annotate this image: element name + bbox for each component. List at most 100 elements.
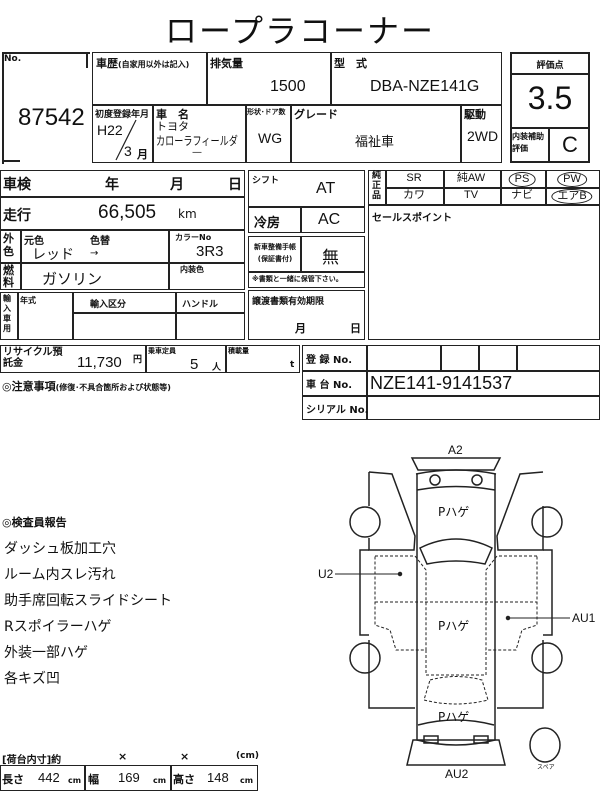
color-value: レッド [32,247,74,263]
drive-value: 2WD [467,128,499,144]
recycle-row [0,345,300,373]
cargo-x-1: × [118,750,128,763]
damage-roof: Pハゲ [438,619,470,633]
first-reg-month-unit: 月 [137,148,148,161]
fuel-label: 燃料 [3,264,14,289]
lot-number-label: No. [4,54,22,64]
length-value: 442 [38,770,60,785]
transfer-month: 月 [295,322,306,335]
recycle-label: リサイクル預託金 [3,347,63,369]
lot-number: 87542 [18,104,85,131]
option-6: ナビ [511,189,533,201]
width-unit: cm [153,776,167,785]
vehicle-info-box [92,52,502,163]
transfer-label: 譲渡書類有効期限 [252,297,325,307]
damage-code-top: A2 [448,443,463,457]
shift-value: AT [316,180,336,197]
lot-number-box [2,52,90,164]
length-unit: cm [68,776,82,785]
ac-label: 冷房 [254,216,281,231]
inspection-day-unit: 日 [228,177,242,193]
ac-value: AC [318,211,341,228]
inspection-month-unit: 月 [170,177,184,193]
chassis-no-value: NZE141-9141537 [370,373,513,393]
sales-point-box [368,205,600,340]
first-reg-month: 3 [124,143,132,159]
reg-no-label: 登 録 No. [306,355,353,366]
score-box [510,52,590,163]
interior-score-value: C [562,132,578,157]
interior-color-label: 内装色 [180,265,204,274]
import-block [0,292,245,340]
height-label: 高さ [173,773,195,786]
option-5: TV [463,189,479,201]
length-label: 長さ [2,773,24,786]
inspector-note: Rスポイラーハゲ [4,619,112,635]
cargo-unit-label: (cm) [236,751,259,761]
inspector-note: ダッシュ板加工穴 [4,541,116,557]
import-label: 輸入車用 [3,294,11,333]
history-label: 車歴 [96,57,118,70]
cargo-x-2: × [180,750,190,763]
color-arrow: → [90,248,99,259]
option-7: エアB [551,189,593,204]
score-value: 3.5 [527,80,573,116]
shift-label: シフト [252,176,280,186]
inspection-year-unit: 年 [105,177,119,193]
recycle-unit: 円 [133,355,143,365]
color-code-label: カラーNo [175,233,212,242]
options-label: 純正品 [372,171,382,201]
capacity-value: 5 [190,356,199,373]
spare-tire-label: スペア [537,764,555,771]
color-code: 3R3 [196,243,224,260]
chassis-no-label: 車 台 No. [306,380,353,391]
mileage-label: 走行 [3,208,31,224]
body-value: WG [258,130,283,146]
manual-label: 新車整備手帳(保証書付) [254,243,296,263]
inspector-note: 外装一部ハゲ [4,645,88,661]
manual-box [248,236,365,288]
model-code-label: 型 式 [334,57,367,70]
score-label: 評価点 [536,61,564,71]
damage-code-left: U2 [318,567,334,581]
sheet-title: ロープラコーナー [164,12,436,50]
serial-no-label: シリアル No. [306,405,369,416]
manual-note: ※書類と一緒に保管下さい。 [252,275,343,283]
import-year-label: 年式 [20,296,36,305]
fuel-value: ガソリン [42,270,103,288]
ac-box [248,207,365,233]
height-unit: cm [240,776,254,785]
cargo-dimensions [0,765,258,791]
damage-code-bottom: AU2 [445,767,469,781]
history-note: (自家用以外は記入) [118,60,190,69]
load-label: 積載量 [228,347,249,355]
capacity-label: 乗車定員 [148,347,176,355]
handle-label: ハンドル [182,300,219,310]
load-unit: t [290,360,295,370]
drive-label: 駆動 [464,108,486,121]
cargo-label: [荷台内寸]約 [2,755,62,766]
option-4: カワ [403,189,425,201]
width-label: 幅 [88,773,99,786]
car-name-label: 車 名 [156,108,189,121]
model-code-value: DBA-NZE141G [370,78,480,95]
damage-code-right: AU1 [572,611,596,625]
damage-hood: Pハゲ [438,505,470,519]
sales-point-label: セールスポイント [372,213,452,224]
grade-value: 福祉車 [355,135,395,150]
height-value: 148 [207,770,229,785]
first-reg-year: H22 [97,122,123,138]
interior-score-label: 内装補助評価 [512,132,544,153]
transfer-day: 日 [350,322,361,335]
exterior-color-label: 外色 [3,232,14,258]
mileage-value: 66,505 [98,202,157,223]
mileage-unit: km [178,207,197,221]
option-0: SR [406,172,422,184]
car-maker: トヨタ [156,120,189,133]
grade-label: グレード [294,108,338,121]
displacement-value: 1500 [270,78,306,95]
option-3: PW [557,172,587,187]
width-value: 169 [118,770,140,785]
caution-note: (修復･不具合箇所および状態等) [55,383,171,392]
first-reg-label: 初度登録年月 [95,110,150,120]
